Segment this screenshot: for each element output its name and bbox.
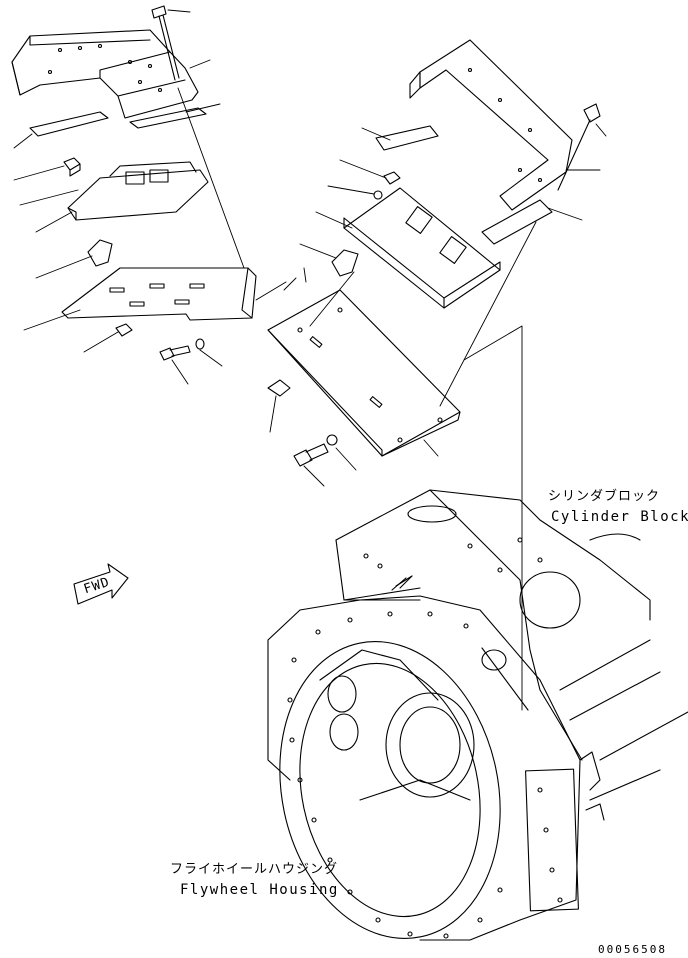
gasket-strip-right-top bbox=[375, 125, 439, 151]
cylinder-block-label-en: Cylinder Block bbox=[551, 509, 688, 525]
bolt-top-right bbox=[557, 103, 601, 191]
nut-right bbox=[373, 171, 401, 200]
leader-lines bbox=[13, 9, 607, 711]
cylinder-block-label-jp: シリンダブロック bbox=[548, 489, 661, 504]
bolt-top-left bbox=[151, 5, 180, 81]
clip-left bbox=[87, 239, 113, 267]
flywheel-housing-label-jp: フライホイールハウジング bbox=[170, 862, 339, 877]
ecu-controller-right bbox=[343, 187, 501, 309]
ecu-controller-left bbox=[67, 161, 209, 221]
small-nut-left bbox=[115, 323, 133, 337]
gasket-strip-right-side bbox=[481, 199, 553, 245]
upper-right-bracket bbox=[409, 39, 573, 211]
fwd-arrow-shape bbox=[73, 563, 129, 605]
document-number: 00056508 bbox=[598, 943, 667, 956]
gasket-strips-left bbox=[29, 107, 207, 137]
mounting-plate-right bbox=[267, 289, 461, 457]
cylinder-block bbox=[335, 489, 688, 801]
flywheel-housing-label-en: Flywheel Housing bbox=[180, 882, 339, 898]
bolt-washer-left bbox=[159, 338, 205, 361]
nut-left bbox=[63, 157, 81, 177]
flywheel-housing bbox=[267, 575, 605, 941]
mounting-plate-left bbox=[61, 267, 257, 321]
bolt-washer-right bbox=[293, 434, 338, 467]
clip-right bbox=[331, 249, 359, 277]
upper-left-bracket-cover bbox=[11, 29, 199, 119]
small-nut-right bbox=[267, 379, 291, 397]
